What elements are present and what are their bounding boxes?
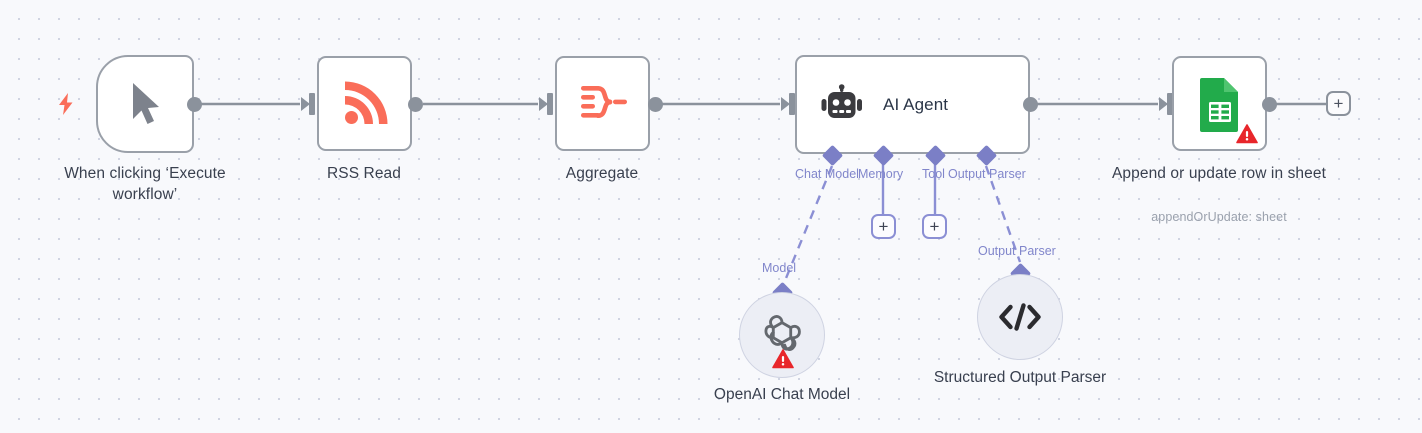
agent-input-endpoint[interactable] bbox=[781, 93, 795, 115]
aggregate-output-endpoint[interactable] bbox=[648, 97, 663, 112]
aggregate-input-endpoint[interactable] bbox=[539, 93, 553, 115]
warning-triangle-icon bbox=[1236, 124, 1258, 144]
connector-label-tool: Tool bbox=[922, 167, 945, 181]
add-tool-button[interactable]: + bbox=[922, 214, 947, 239]
robot-icon bbox=[821, 83, 862, 118]
code-brackets-icon bbox=[999, 303, 1041, 331]
rss-input-endpoint[interactable] bbox=[301, 93, 315, 115]
node-label-trigger: When clicking ‘Execute workflow’ bbox=[64, 165, 226, 204]
node-title-ai-agent: AI Agent bbox=[883, 94, 949, 114]
add-memory-button[interactable]: + bbox=[871, 214, 896, 239]
openai-logo-icon bbox=[764, 315, 801, 351]
sheets-input-endpoint[interactable] bbox=[1159, 93, 1173, 115]
connector-label-memory: Memory bbox=[858, 167, 904, 181]
agent-output-endpoint[interactable] bbox=[1023, 97, 1038, 112]
node-label-rss-read: RSS Read bbox=[326, 165, 402, 182]
connector-label-chat-model: Chat Model bbox=[795, 167, 859, 181]
trigger-output-endpoint[interactable] bbox=[187, 97, 202, 112]
subnode-structured-output-parser[interactable] bbox=[977, 274, 1063, 360]
rss-feed-icon bbox=[344, 81, 387, 124]
connector-label-output-parser: Output Parser bbox=[948, 167, 1026, 181]
rss-output-endpoint[interactable] bbox=[408, 97, 423, 112]
lightning-bolt-icon bbox=[59, 93, 73, 115]
aggregate-merge-icon bbox=[580, 85, 627, 118]
google-sheets-icon bbox=[1199, 77, 1238, 132]
node-append-or-update-row-in-sheet[interactable] bbox=[1172, 56, 1267, 151]
add-node-button[interactable]: + bbox=[1326, 91, 1351, 116]
node-label-aggregate: Aggregate bbox=[565, 165, 639, 182]
node-when-clicking-execute-workflow[interactable] bbox=[96, 55, 194, 153]
subnode-label-openai-chat-model: OpenAI Chat Model bbox=[713, 386, 851, 403]
subnode-connector-label-output-parser: Output Parser bbox=[978, 244, 1056, 258]
node-ai-agent[interactable]: AI Agent bbox=[795, 55, 1030, 154]
sheets-output-endpoint[interactable] bbox=[1262, 97, 1277, 112]
node-sublabel-sheets: appendOrUpdate: sheet bbox=[1151, 210, 1287, 224]
cursor-pointer-icon bbox=[133, 83, 159, 124]
node-aggregate[interactable] bbox=[555, 56, 650, 151]
node-rss-read[interactable] bbox=[317, 56, 412, 151]
subnode-label-structured-output-parser: Structured Output Parser bbox=[933, 369, 1107, 386]
subnode-openai-chat-model[interactable] bbox=[739, 292, 825, 378]
subnode-connector-label-model: Model bbox=[762, 261, 797, 275]
warning-triangle-icon bbox=[772, 349, 794, 369]
node-label-sheets: Append or update row in sheet bbox=[1111, 165, 1327, 182]
